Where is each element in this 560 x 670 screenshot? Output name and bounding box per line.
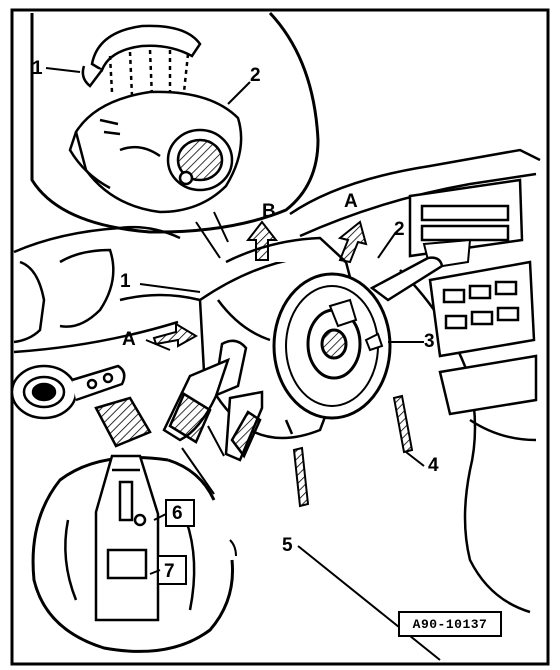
callout-2-main: 2 — [394, 219, 405, 240]
bolt-5 — [292, 446, 310, 508]
bottom-detail-circle — [31, 425, 237, 653]
callout-2-top: 2 — [250, 65, 261, 86]
bolt-4 — [392, 394, 414, 454]
headlight-switch — [10, 364, 126, 420]
lower-column-cover — [68, 90, 243, 214]
left-stalk — [162, 339, 264, 462]
arrow-b — [245, 220, 279, 261]
outer-frame — [10, 8, 550, 666]
figure-reference-code: A90-10137 — [398, 611, 502, 637]
callout-3: 3 — [424, 331, 435, 352]
right-stalk — [369, 256, 444, 302]
callout-5: 5 — [282, 535, 293, 556]
detail-label-box-6 — [165, 499, 195, 527]
dashboard — [289, 148, 541, 614]
callout-a-left-arrow: A — [122, 329, 136, 350]
callout-6: 6 — [172, 503, 183, 524]
steering-wheel-hub — [272, 272, 392, 420]
arrow-a-top — [337, 220, 368, 264]
arrow-a-left — [152, 322, 198, 348]
upper-column-cover — [81, 24, 202, 99]
top-detail-bubble — [30, 11, 320, 259]
pedal — [94, 396, 152, 448]
callout-a-top-arrow: A — [344, 191, 358, 212]
callout-1-main: 1 — [120, 271, 131, 292]
callout-7: 7 — [164, 561, 175, 582]
callout-b-arrow: B — [262, 201, 276, 222]
left-dash-panel — [13, 225, 201, 354]
leader-lines — [45, 67, 441, 661]
callout-1-top: 1 — [32, 58, 43, 79]
bottom-detail-content — [64, 454, 196, 622]
callout-4: 4 — [428, 455, 439, 476]
